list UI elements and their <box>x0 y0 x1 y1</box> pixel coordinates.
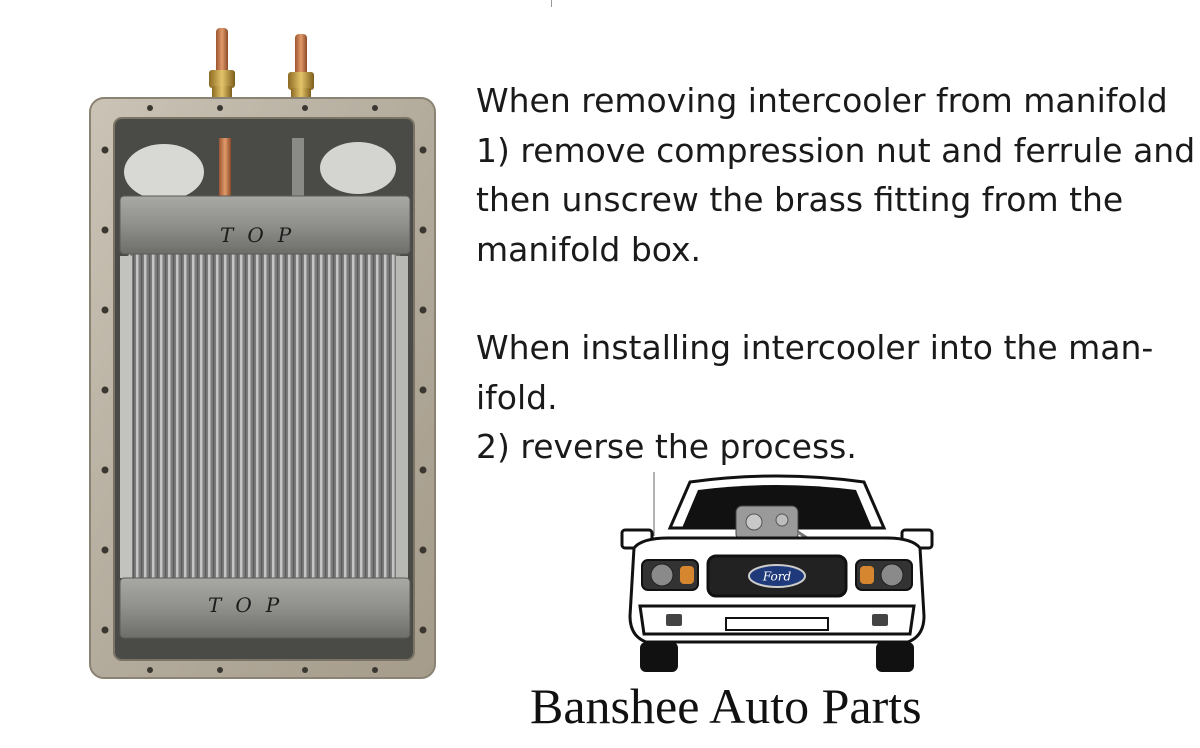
top-label-upper: TOP <box>220 223 305 247</box>
brand-name: Banshee Auto Parts <box>530 678 922 734</box>
headlight-right <box>855 559 913 591</box>
removal-step-line-3: manifold box. <box>476 229 702 269</box>
paragraph-gap <box>476 274 1191 323</box>
bolt-holes <box>101 105 427 673</box>
headlight-left <box>641 559 699 591</box>
install-step: 2) reverse the process. <box>476 427 857 466</box>
pipe-fitting-left <box>209 28 235 100</box>
install-heading-line-2: ifold. <box>476 377 558 417</box>
emblem-text: Ford <box>762 570 792 584</box>
removal-step-line-1: 1) remove compression nut and ferrule an… <box>476 130 1196 170</box>
top-edge-mark <box>551 0 552 7</box>
wheel-left <box>640 642 678 672</box>
top-label-lower: TOP <box>208 593 293 617</box>
truck-front-illustration: Ford <box>620 472 934 672</box>
pipe-fitting-right <box>288 34 314 102</box>
wheel-right <box>876 642 914 672</box>
instructions-text: When removing intercooler from manifold … <box>476 76 1196 472</box>
removal-heading: When removing intercooler from manifold <box>476 81 1168 120</box>
ford-emblem <box>748 564 806 588</box>
install-heading-line-1: When installing intercooler into the man… <box>476 328 1154 367</box>
bottom-tank <box>119 577 411 639</box>
intercooler-photo: TOP TOP <box>89 28 436 679</box>
fin-core <box>127 253 401 581</box>
removal-step-line-2: then unscrew the brass fitting from the <box>476 180 1124 219</box>
